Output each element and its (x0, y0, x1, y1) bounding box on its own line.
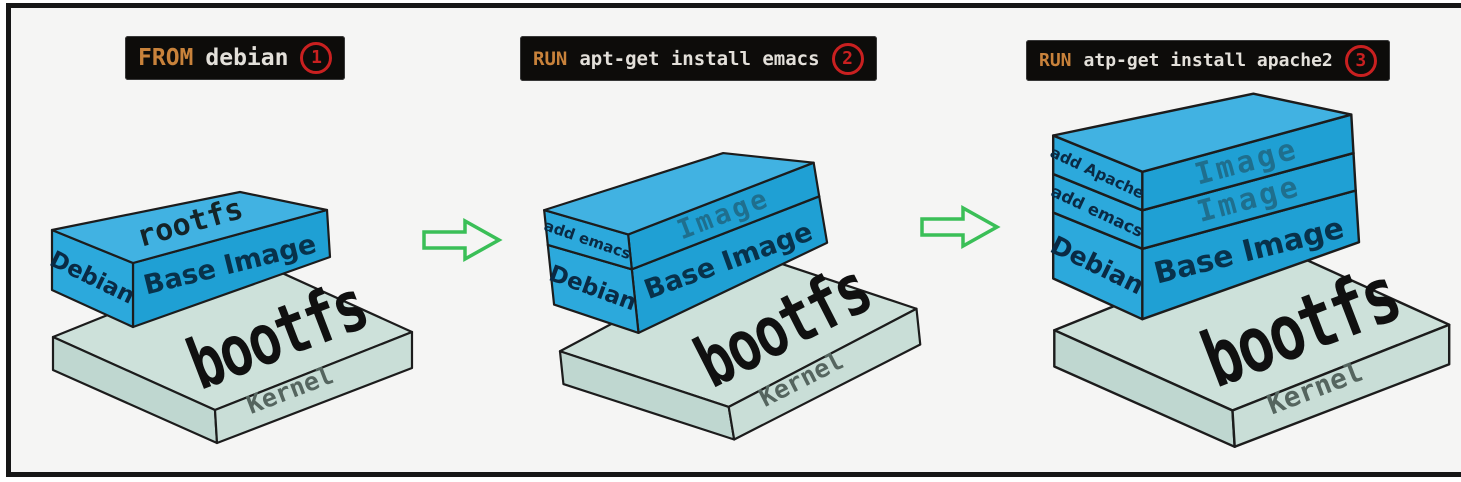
dockerfile-instruction-3: RUN atp-get install apache2 3 (1026, 40, 1390, 81)
step-number-badge: 3 (1344, 44, 1377, 77)
layer-top-face (543, 151, 815, 236)
kernel-face (727, 307, 922, 441)
base-slab: bootfs Kernel (1053, 242, 1451, 449)
image-stack-1: bootfs Kernel Base Image Debian rootfs (45, 190, 414, 445)
rootfs-top-face (50, 190, 329, 265)
image-stack-3: bootfs Kernel Base Image Debian Image ad… (1046, 92, 1451, 449)
dockerfile-instruction-2: RUN apt-get install emacs 2 (520, 36, 877, 81)
image-stack-2: bootfs Kernel Base Image Debian Image ad… (542, 151, 922, 441)
arrow-right-icon (920, 205, 1001, 249)
base-slab: bootfs Kernel (558, 248, 922, 441)
layer-base-image: Base Image Debian rootfs (45, 190, 332, 329)
step-number-badge: 1 (300, 42, 333, 74)
kernel-face (213, 330, 414, 445)
kernel-face (1231, 323, 1451, 449)
instruction-keyword: FROM (138, 45, 194, 71)
layer-top-face (1051, 92, 1353, 174)
arrow-right-icon (422, 218, 503, 262)
instruction-keyword: RUN (1039, 50, 1072, 71)
instruction-keyword: RUN (533, 47, 568, 70)
instruction-args: debian (205, 45, 289, 71)
step-number-badge: 2 (831, 42, 864, 75)
dockerfile-instruction-1: FROM debian 1 (125, 36, 346, 80)
instruction-args: apt-get install emacs (579, 47, 820, 70)
instruction-args: atp-get install apache2 (1083, 50, 1333, 71)
